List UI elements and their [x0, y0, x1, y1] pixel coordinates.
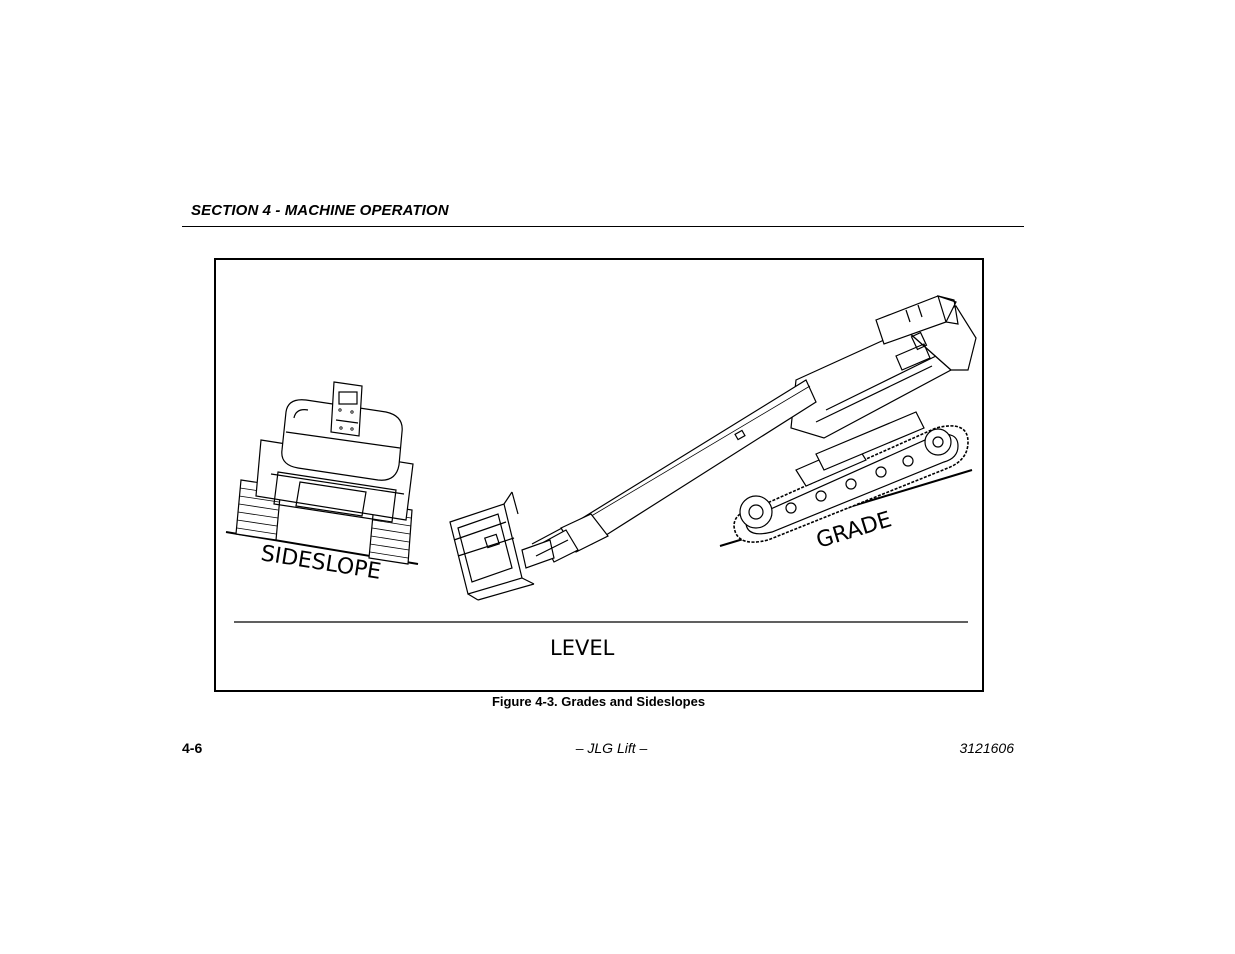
- grade-machine-illustration: [719, 295, 977, 547]
- header-rule: [182, 226, 1024, 227]
- footer-title: – JLG Lift –: [575, 740, 648, 756]
- figure-frame: SIDESLOPE GRADE LEVEL: [214, 258, 984, 692]
- figure-illustration: SIDESLOPE GRADE LEVEL: [225, 295, 977, 660]
- section-title: SECTION 4 - MACHINE OPERATION: [191, 202, 449, 219]
- document-number: 3121606: [959, 740, 1014, 756]
- page-number: 4-6: [182, 740, 203, 756]
- platform-basket-illustration: [449, 491, 569, 601]
- sideslope-machine-illustration: [225, 381, 419, 565]
- figure-caption: Figure 4-3. Grades and Sideslopes: [491, 694, 706, 709]
- boom-illustration: [543, 379, 817, 563]
- level-label: LEVEL: [550, 636, 615, 660]
